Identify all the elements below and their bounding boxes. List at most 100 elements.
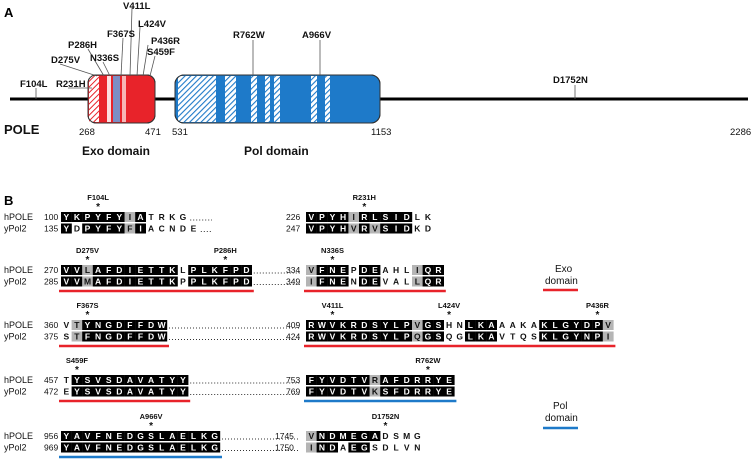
residue: A (340, 443, 346, 453)
residue-shade (369, 276, 381, 287)
residue: N (319, 431, 325, 441)
residue-shade (156, 265, 168, 275)
species-label: yPol2 (4, 443, 27, 453)
residue: H (446, 320, 452, 330)
residue: V (414, 320, 420, 330)
legend-pol-line2: domain (545, 413, 578, 424)
residue-shade (114, 265, 125, 275)
residue-shade (145, 431, 157, 441)
residue-shade (401, 223, 413, 234)
residue-shade (114, 442, 125, 453)
residue-start: 969 (44, 443, 58, 453)
residue: K (212, 265, 219, 275)
residue-shade (145, 442, 157, 453)
residue: W (158, 320, 167, 330)
residue: G (414, 431, 421, 441)
residue: L (552, 332, 557, 342)
pol-domain-box (174, 74, 381, 124)
residue: G (137, 443, 144, 453)
residue-shade (602, 331, 614, 342)
residue-shade (82, 442, 93, 453)
residue-shade (380, 223, 391, 234)
residue-shade (61, 265, 72, 275)
residue: G (361, 431, 368, 441)
alignment-mutation-label: R231H (353, 193, 376, 202)
residue-shade (433, 265, 444, 275)
residue: G (180, 212, 187, 222)
residue: R (414, 387, 420, 397)
residue-shade (61, 431, 72, 441)
residue: T (510, 332, 516, 342)
mut-label-l424v: L424V (138, 19, 167, 30)
residue: S (372, 332, 378, 342)
residue: S (148, 443, 154, 453)
residue-shade (443, 375, 455, 385)
residue-shade (188, 431, 199, 441)
mutation-star: * (149, 421, 153, 432)
residue: N (329, 277, 335, 287)
residue: D (340, 387, 346, 397)
residue-shade (114, 223, 125, 234)
residue: L (468, 332, 473, 342)
residue: D (329, 443, 335, 453)
residue: T (74, 332, 80, 342)
residue-shade (422, 331, 434, 342)
residue: A (169, 431, 175, 441)
residue-shade (306, 276, 317, 287)
residue: D (361, 265, 367, 275)
residue-shade (114, 386, 125, 397)
residue-shade (369, 223, 381, 234)
residue-shade (359, 375, 370, 385)
residue: N (319, 443, 325, 453)
residue: V (63, 265, 69, 275)
residue: G (425, 320, 432, 330)
residue: V (85, 431, 91, 441)
residue-shade (82, 276, 93, 287)
exo-domain-label: Exo domain (82, 144, 150, 158)
residue: E (116, 443, 122, 453)
alignment-mutation-label: F104L (87, 193, 109, 202)
residue: P (595, 332, 601, 342)
residue: D (116, 387, 122, 397)
residue-shade (124, 442, 136, 453)
residue: E (63, 387, 69, 397)
residue-shade (156, 442, 168, 453)
residue: W (158, 332, 167, 342)
alignment-mutation-label: A966V (140, 412, 163, 421)
residue: Y (169, 387, 175, 397)
residue: Y (573, 320, 579, 330)
residue: G (361, 443, 368, 453)
residue-shade (316, 375, 328, 385)
residue: V (499, 332, 505, 342)
species-label: yPol2 (4, 332, 27, 342)
residue-shade (114, 375, 125, 385)
residue-shade (71, 276, 83, 287)
residue-shade (71, 212, 83, 222)
alignment-mutation-label: D1752N (372, 412, 400, 421)
residue-shade (539, 331, 550, 342)
legend-exo-line2: domain (545, 276, 578, 287)
mut-label-r231h: R231H (56, 79, 86, 90)
residue: S (383, 387, 389, 397)
residue-shade (71, 331, 83, 342)
residue: P (319, 224, 325, 234)
residue: C (159, 224, 165, 234)
residue-start: 270 (44, 265, 58, 275)
residue: E (138, 277, 144, 287)
residue-shade (177, 442, 189, 453)
residue-shade (348, 223, 360, 234)
residue-shade (92, 265, 104, 275)
residue: D (425, 224, 431, 234)
residue-shade (316, 386, 328, 397)
residue-shade (369, 331, 381, 342)
residue-shade (124, 331, 136, 342)
residue: K (169, 212, 176, 222)
residue-shade (337, 386, 349, 397)
residue: L (415, 212, 420, 222)
residue: L (372, 212, 377, 222)
residue: P (191, 265, 197, 275)
residue: R (414, 375, 420, 385)
residue: D (127, 443, 133, 453)
